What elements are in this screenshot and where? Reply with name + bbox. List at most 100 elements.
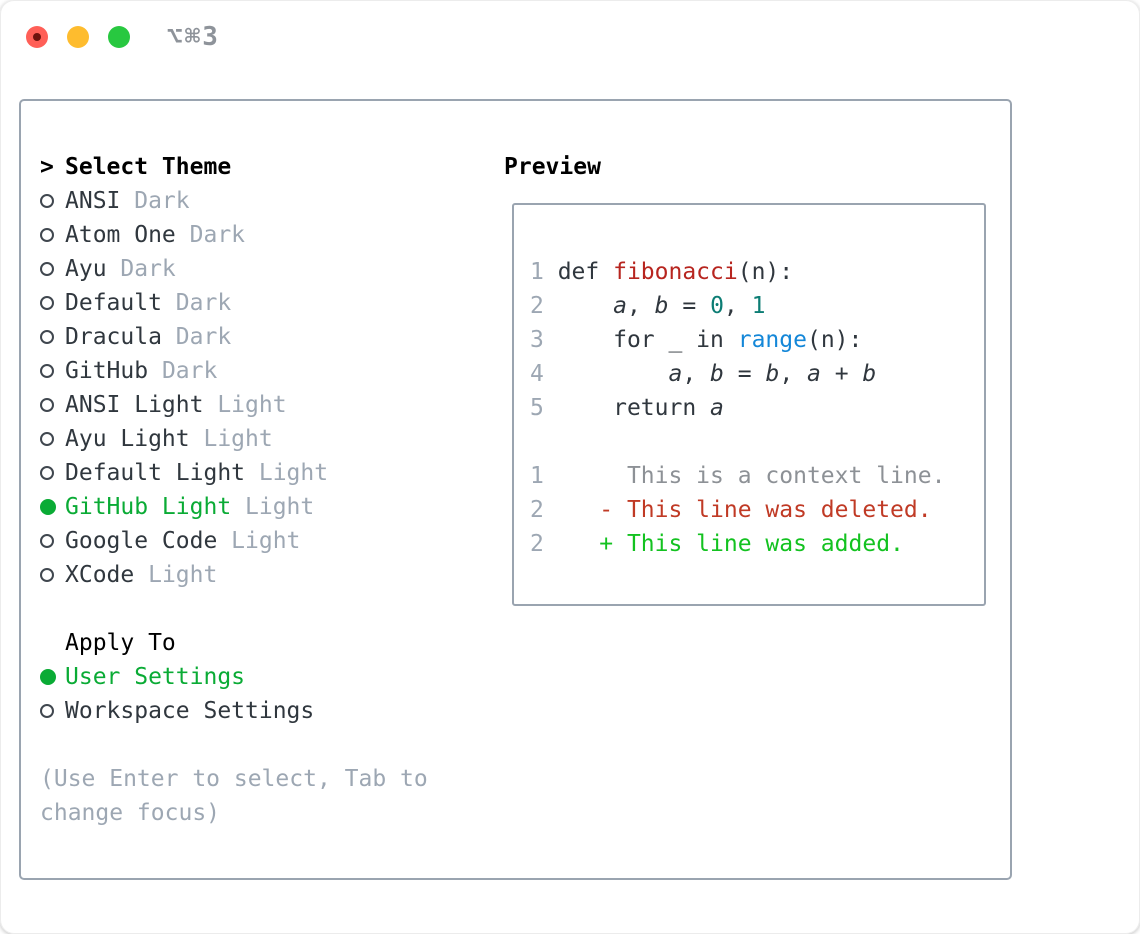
radio-icon (40, 432, 54, 446)
radio-icon (40, 330, 54, 344)
line-number: 5 (530, 395, 544, 421)
theme-option-label: ANSI (65, 188, 121, 214)
theme-option-label: GitHub Light (65, 494, 232, 520)
close-button[interactable] (26, 26, 48, 48)
radio-icon (40, 704, 54, 718)
code-line: 2 - This line was deleted. (530, 493, 984, 527)
code-token-p: return (557, 395, 711, 421)
theme-option-github[interactable]: GitHub Dark (40, 354, 480, 388)
theme-option-xcode[interactable]: XCode Light (40, 558, 480, 592)
prompt-icon: > (40, 154, 54, 180)
code-token-v: b (862, 361, 877, 387)
theme-variant-tag: Light (148, 562, 218, 588)
code-token-b: range (737, 327, 807, 353)
apply-option-user-settings[interactable]: User Settings (40, 660, 480, 694)
theme-option-label: Default (65, 290, 162, 316)
minimize-button[interactable] (67, 26, 89, 48)
theme-variant-tag: Light (203, 426, 273, 452)
theme-option-default[interactable]: Default Dark (40, 286, 480, 320)
radio-selected-icon (40, 499, 56, 515)
code-token-p: , (626, 293, 655, 319)
code-line: 4 a, b = b, a + b (530, 357, 984, 391)
radio-icon (40, 228, 54, 242)
theme-option-label: Ayu Light (65, 426, 190, 452)
theme-option-ansi[interactable]: ANSI Dark (40, 184, 480, 218)
theme-option-label: ANSI Light (65, 392, 204, 418)
code-token-del: - This line was deleted. (557, 497, 932, 523)
line-number: 2 (530, 497, 544, 523)
code-token-fn: fibonacci (613, 259, 738, 285)
radio-icon (40, 466, 54, 480)
preview-title: Preview (504, 154, 601, 180)
theme-variant-tag: Dark (161, 358, 218, 384)
theme-option-ansi-light[interactable]: ANSI Light Light (40, 388, 480, 422)
theme-option-atom-one[interactable]: Atom One Dark (40, 218, 480, 252)
code-token-v: b (765, 361, 780, 387)
theme-option-default-light[interactable]: Default Light Light (40, 456, 480, 490)
code-token-p: , (779, 361, 808, 387)
code-token-ctx: This is a context line. (557, 463, 946, 489)
code-token-p (558, 293, 613, 319)
code-token-p: , (682, 361, 711, 387)
theme-option-label: Default Light (65, 460, 246, 486)
radio-icon (40, 194, 54, 208)
code-token-p (558, 361, 669, 387)
apply-to-label: Apply To (65, 630, 176, 656)
theme-variant-tag: Dark (175, 290, 232, 316)
apply-option-workspace-settings[interactable]: Workspace Settings (40, 694, 480, 728)
theme-variant-tag: Dark (189, 222, 246, 248)
code-token-v: a (613, 293, 627, 319)
line-number: 4 (530, 361, 544, 387)
titlebar: ⌥⌘3 (0, 0, 1140, 74)
theme-option-label: GitHub (65, 358, 149, 384)
theme-option-label: Dracula (65, 324, 162, 350)
radio-icon (40, 296, 54, 310)
code-token-add: + This line was added. (557, 531, 904, 557)
theme-variant-tag: Light (231, 528, 301, 554)
code-token-p: (n): (806, 327, 863, 353)
unsaved-dot-icon (33, 33, 41, 41)
code-token-p: def (557, 259, 614, 285)
theme-option-google-code[interactable]: Google Code Light (40, 524, 480, 558)
help-text-line: change focus) (40, 800, 221, 826)
line-number: 1 (530, 463, 544, 489)
theme-option-label: XCode (65, 562, 135, 588)
apply-option-label: User Settings (65, 664, 246, 690)
apply-option-label: Workspace Settings (65, 698, 315, 724)
theme-option-label: Atom One (65, 222, 176, 248)
code-line: 2 + This line was added. (530, 527, 984, 561)
code-token-v: a (710, 395, 724, 421)
code-line: 3 for _ in range(n): (530, 323, 984, 357)
theme-variant-tag: Dark (134, 188, 190, 214)
theme-option-ayu-light[interactable]: Ayu Light Light (40, 422, 480, 456)
code-token-v: a (807, 361, 821, 387)
zoom-button[interactable] (108, 26, 130, 48)
theme-variant-tag: Light (217, 392, 287, 418)
code-line (530, 425, 984, 459)
theme-option-label: Google Code (65, 528, 218, 554)
radio-icon (40, 398, 54, 412)
radio-icon (40, 568, 54, 582)
theme-variant-tag: Light (258, 460, 329, 486)
theme-option-label: Ayu (65, 256, 107, 282)
code-token-p: + (820, 361, 863, 387)
line-number: 2 (530, 531, 544, 557)
code-line: 2 a, b = 0, 1 (530, 289, 984, 323)
line-number: 1 (530, 259, 544, 285)
code-token-n: 0 (710, 293, 724, 319)
code-token-v: b (654, 293, 669, 319)
code-token-p: = (723, 361, 766, 387)
radio-icon (40, 262, 54, 276)
select-theme-label: Select Theme (65, 154, 232, 180)
code-token-p: , (723, 293, 752, 319)
window-title: ⌥⌘3 (167, 22, 220, 52)
radio-selected-icon (40, 669, 56, 685)
